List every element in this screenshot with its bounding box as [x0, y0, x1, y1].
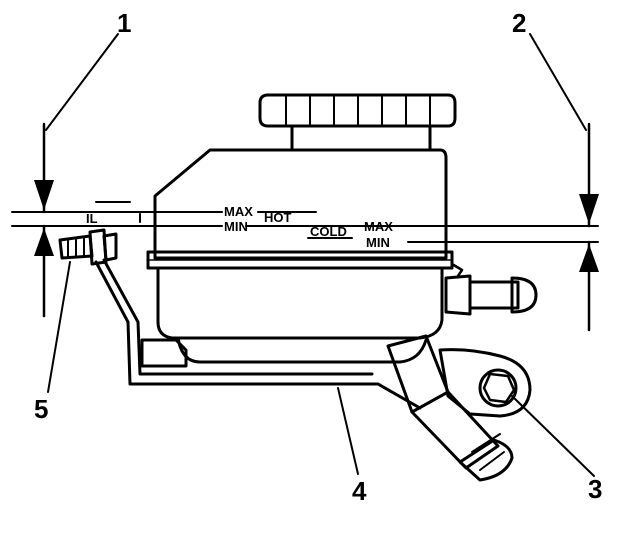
hot-mark: HOT [264, 210, 292, 225]
level-lines [11, 201, 599, 243]
reservoir-body [146, 148, 464, 364]
side-mark: IL [86, 211, 98, 226]
cold-mark: COLD [310, 224, 347, 239]
leader-lines [45, 33, 595, 477]
dimension-arrow-right [579, 122, 599, 332]
reservoir-cap [258, 93, 457, 152]
cold-max-mark: MAX [364, 219, 393, 234]
bracket-bolt [478, 368, 518, 408]
side-bolt [58, 228, 118, 266]
hot-min-mark: MIN [224, 219, 248, 234]
hot-max-mark: MAX [224, 204, 253, 219]
callout-5: 5 [34, 394, 48, 424]
cold-min-mark: MIN [366, 235, 390, 250]
callout-2: 2 [512, 8, 526, 38]
hose-fitting [386, 334, 514, 482]
dimension-arrow-left [34, 122, 54, 318]
mounting-bracket [94, 258, 532, 418]
callout-3: 3 [588, 474, 602, 504]
outlet-fitting [444, 274, 538, 316]
callout-1: 1 [117, 8, 131, 38]
callout-4: 4 [352, 476, 367, 506]
